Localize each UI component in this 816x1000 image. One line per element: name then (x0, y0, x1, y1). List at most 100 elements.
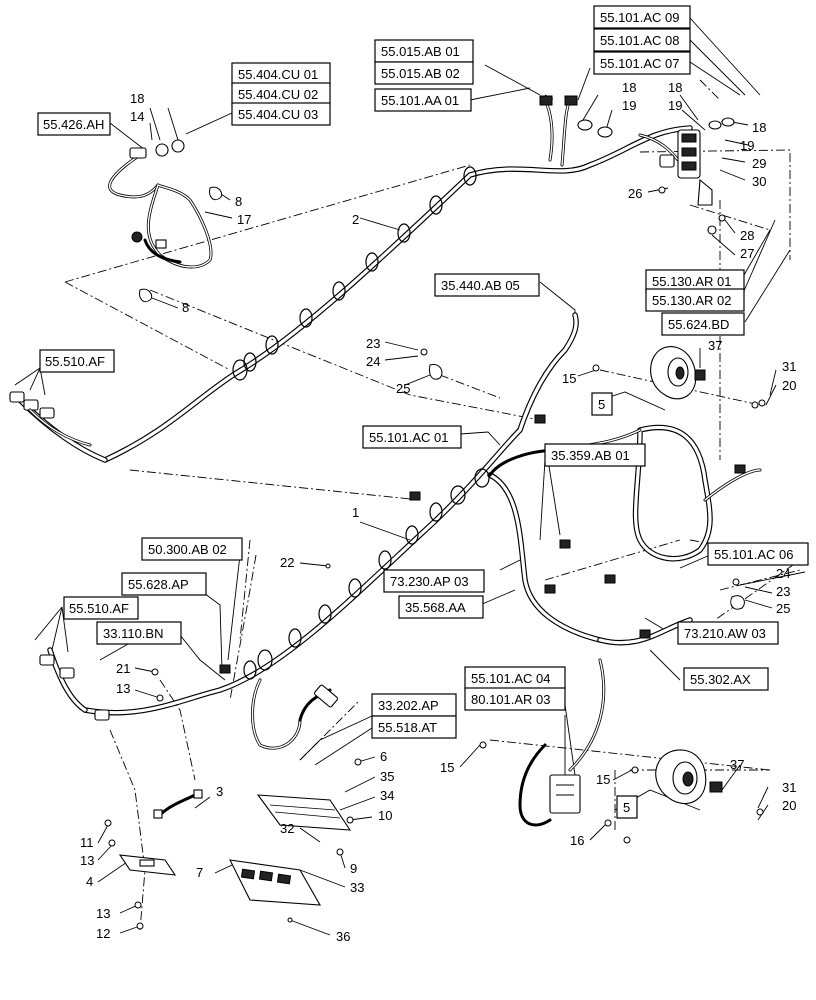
callout-number: 31 (782, 780, 796, 795)
callout-number: 15 (562, 371, 576, 386)
svg-text:55.130.AR 02: 55.130.AR 02 (652, 293, 732, 308)
callout-number: 27 (740, 246, 754, 261)
control-panel (229, 794, 352, 906)
svg-text:55.628.AP: 55.628.AP (128, 577, 189, 592)
svg-text:55.302.AX: 55.302.AX (690, 672, 751, 687)
callout-number: 23 (366, 336, 380, 351)
callout-number: 1 (352, 505, 359, 520)
reference-box: 33.110.BN (96, 621, 182, 645)
reference-box: 55.101.AC 01 (362, 425, 462, 449)
connector-block-upper-right (155, 95, 735, 235)
svg-text:55.404.CU 02: 55.404.CU 02 (238, 87, 318, 102)
harness-upper (17, 98, 693, 463)
svg-text:33.110.BN: 33.110.BN (103, 626, 163, 641)
reference-box: 55.015.AB 02 (374, 61, 474, 85)
reference-box: 55.404.CU 03 (231, 102, 331, 126)
callout-number: 3 (216, 784, 223, 799)
reference-box: 55.130.AR 02 (645, 288, 745, 312)
callout-number: 2 (352, 212, 359, 227)
svg-text:55.510.AF: 55.510.AF (45, 354, 105, 369)
callout-number: 37 (730, 757, 744, 772)
svg-text:55.101.AA 01: 55.101.AA 01 (381, 93, 459, 108)
svg-text:73.210.AW 03: 73.210.AW 03 (684, 626, 766, 641)
svg-text:55.101.AC 01: 55.101.AC 01 (369, 430, 449, 445)
callout-number: 16 (570, 833, 584, 848)
reference-box: 55.130.AR 01 (645, 269, 745, 293)
reference-box: 55.101.AC 06 (707, 542, 809, 566)
callout-number: 25 (396, 381, 410, 396)
callout-number: 19 (740, 138, 754, 153)
svg-text:73.230.AP 03: 73.230.AP 03 (390, 574, 469, 589)
harness-lower (39, 312, 762, 827)
reference-box: 55.628.AP (121, 572, 207, 596)
speaker-upper (650, 346, 706, 400)
reference-box: 55.101.AA 01 (374, 88, 472, 112)
reference-box: 55.404.CU 01 (231, 62, 331, 86)
svg-text:55.101.AC 07: 55.101.AC 07 (600, 56, 680, 71)
reference-box: 35.440.AB 05 (434, 273, 540, 297)
callout-number: 6 (380, 749, 387, 764)
callout-number: 18 (668, 80, 682, 95)
svg-text:55.510.AF: 55.510.AF (69, 601, 129, 616)
callout-number: 32 (280, 821, 294, 836)
callout-number: 37 (708, 338, 722, 353)
harness-17 (108, 147, 213, 269)
reference-box: 35.359.AB 01 (544, 443, 646, 467)
callout-number: 18 (622, 80, 636, 95)
reference-box: 55.624.BD (661, 312, 745, 336)
callout-number: 15 (596, 772, 610, 787)
svg-text:55.015.AB 01: 55.015.AB 01 (381, 44, 460, 59)
speaker-lower (655, 749, 723, 805)
reference-box: 33.202.AP (371, 693, 457, 717)
callout-number: 20 (782, 378, 796, 393)
callout-number: 17 (237, 212, 251, 227)
svg-text:55.101.AC 08: 55.101.AC 08 (600, 33, 680, 48)
reference-box: 5 (591, 392, 613, 416)
svg-text:35.568.AA: 35.568.AA (405, 600, 466, 615)
reference-box: 55.101.AC 09 (593, 5, 691, 29)
connectors-upper-left (9, 391, 92, 447)
fasteners (104, 186, 766, 930)
callout-number: 19 (622, 98, 636, 113)
svg-text:55.518.AT: 55.518.AT (378, 720, 437, 735)
reference-box: 55.101.AC 07 (593, 51, 691, 75)
item-callouts: 18 14 8 17 8 2 18 19 18 19 18 19 29 30 2… (80, 80, 796, 944)
callout-number: 12 (96, 926, 110, 941)
construction-lines (64, 79, 802, 931)
reference-box: 50.300.AB 02 (141, 537, 243, 561)
svg-text:55.130.AR 01: 55.130.AR 01 (652, 274, 732, 289)
callout-number: 19 (668, 98, 682, 113)
reference-box: 55.404.CU 02 (231, 82, 331, 106)
svg-text:80.101.AR 03: 80.101.AR 03 (471, 692, 551, 707)
callout-number: 8 (182, 300, 189, 315)
callout-number: 24 (776, 566, 790, 581)
reference-box: 55.510.AF (39, 349, 115, 373)
reference-box: 55.302.AX (683, 667, 769, 691)
callout-number: 34 (380, 788, 394, 803)
reference-box: 73.210.AW 03 (677, 621, 779, 645)
callout-number: 29 (752, 156, 766, 171)
svg-text:55.101.AC 04: 55.101.AC 04 (471, 671, 551, 686)
callout-number: 18 (752, 120, 766, 135)
reference-box: 55.101.AC 04 (464, 666, 566, 690)
bracket-4 (118, 854, 177, 876)
svg-text:35.359.AB 01: 35.359.AB 01 (551, 448, 630, 463)
svg-text:55.426.AH: 55.426.AH (43, 117, 104, 132)
svg-text:55.404.CU 01: 55.404.CU 01 (238, 67, 318, 82)
svg-text:5: 5 (598, 397, 605, 412)
svg-text:55.015.AB 02: 55.015.AB 02 (381, 66, 460, 81)
switch-module (549, 774, 581, 814)
svg-text:55.404.CU 03: 55.404.CU 03 (238, 107, 318, 122)
cable-3 (153, 789, 203, 819)
svg-text:55.624.BD: 55.624.BD (668, 317, 729, 332)
callout-number: 18 (130, 91, 144, 106)
callout-number: 24 (366, 354, 380, 369)
reference-box: 73.230.AP 03 (383, 569, 485, 593)
callout-number: 7 (196, 865, 203, 880)
callout-number: 10 (378, 808, 392, 823)
reference-box: 35.568.AA (398, 595, 484, 619)
reference-box: 55.510.AF (63, 596, 139, 620)
callout-number: 20 (782, 798, 796, 813)
svg-text:50.300.AB 02: 50.300.AB 02 (148, 542, 227, 557)
